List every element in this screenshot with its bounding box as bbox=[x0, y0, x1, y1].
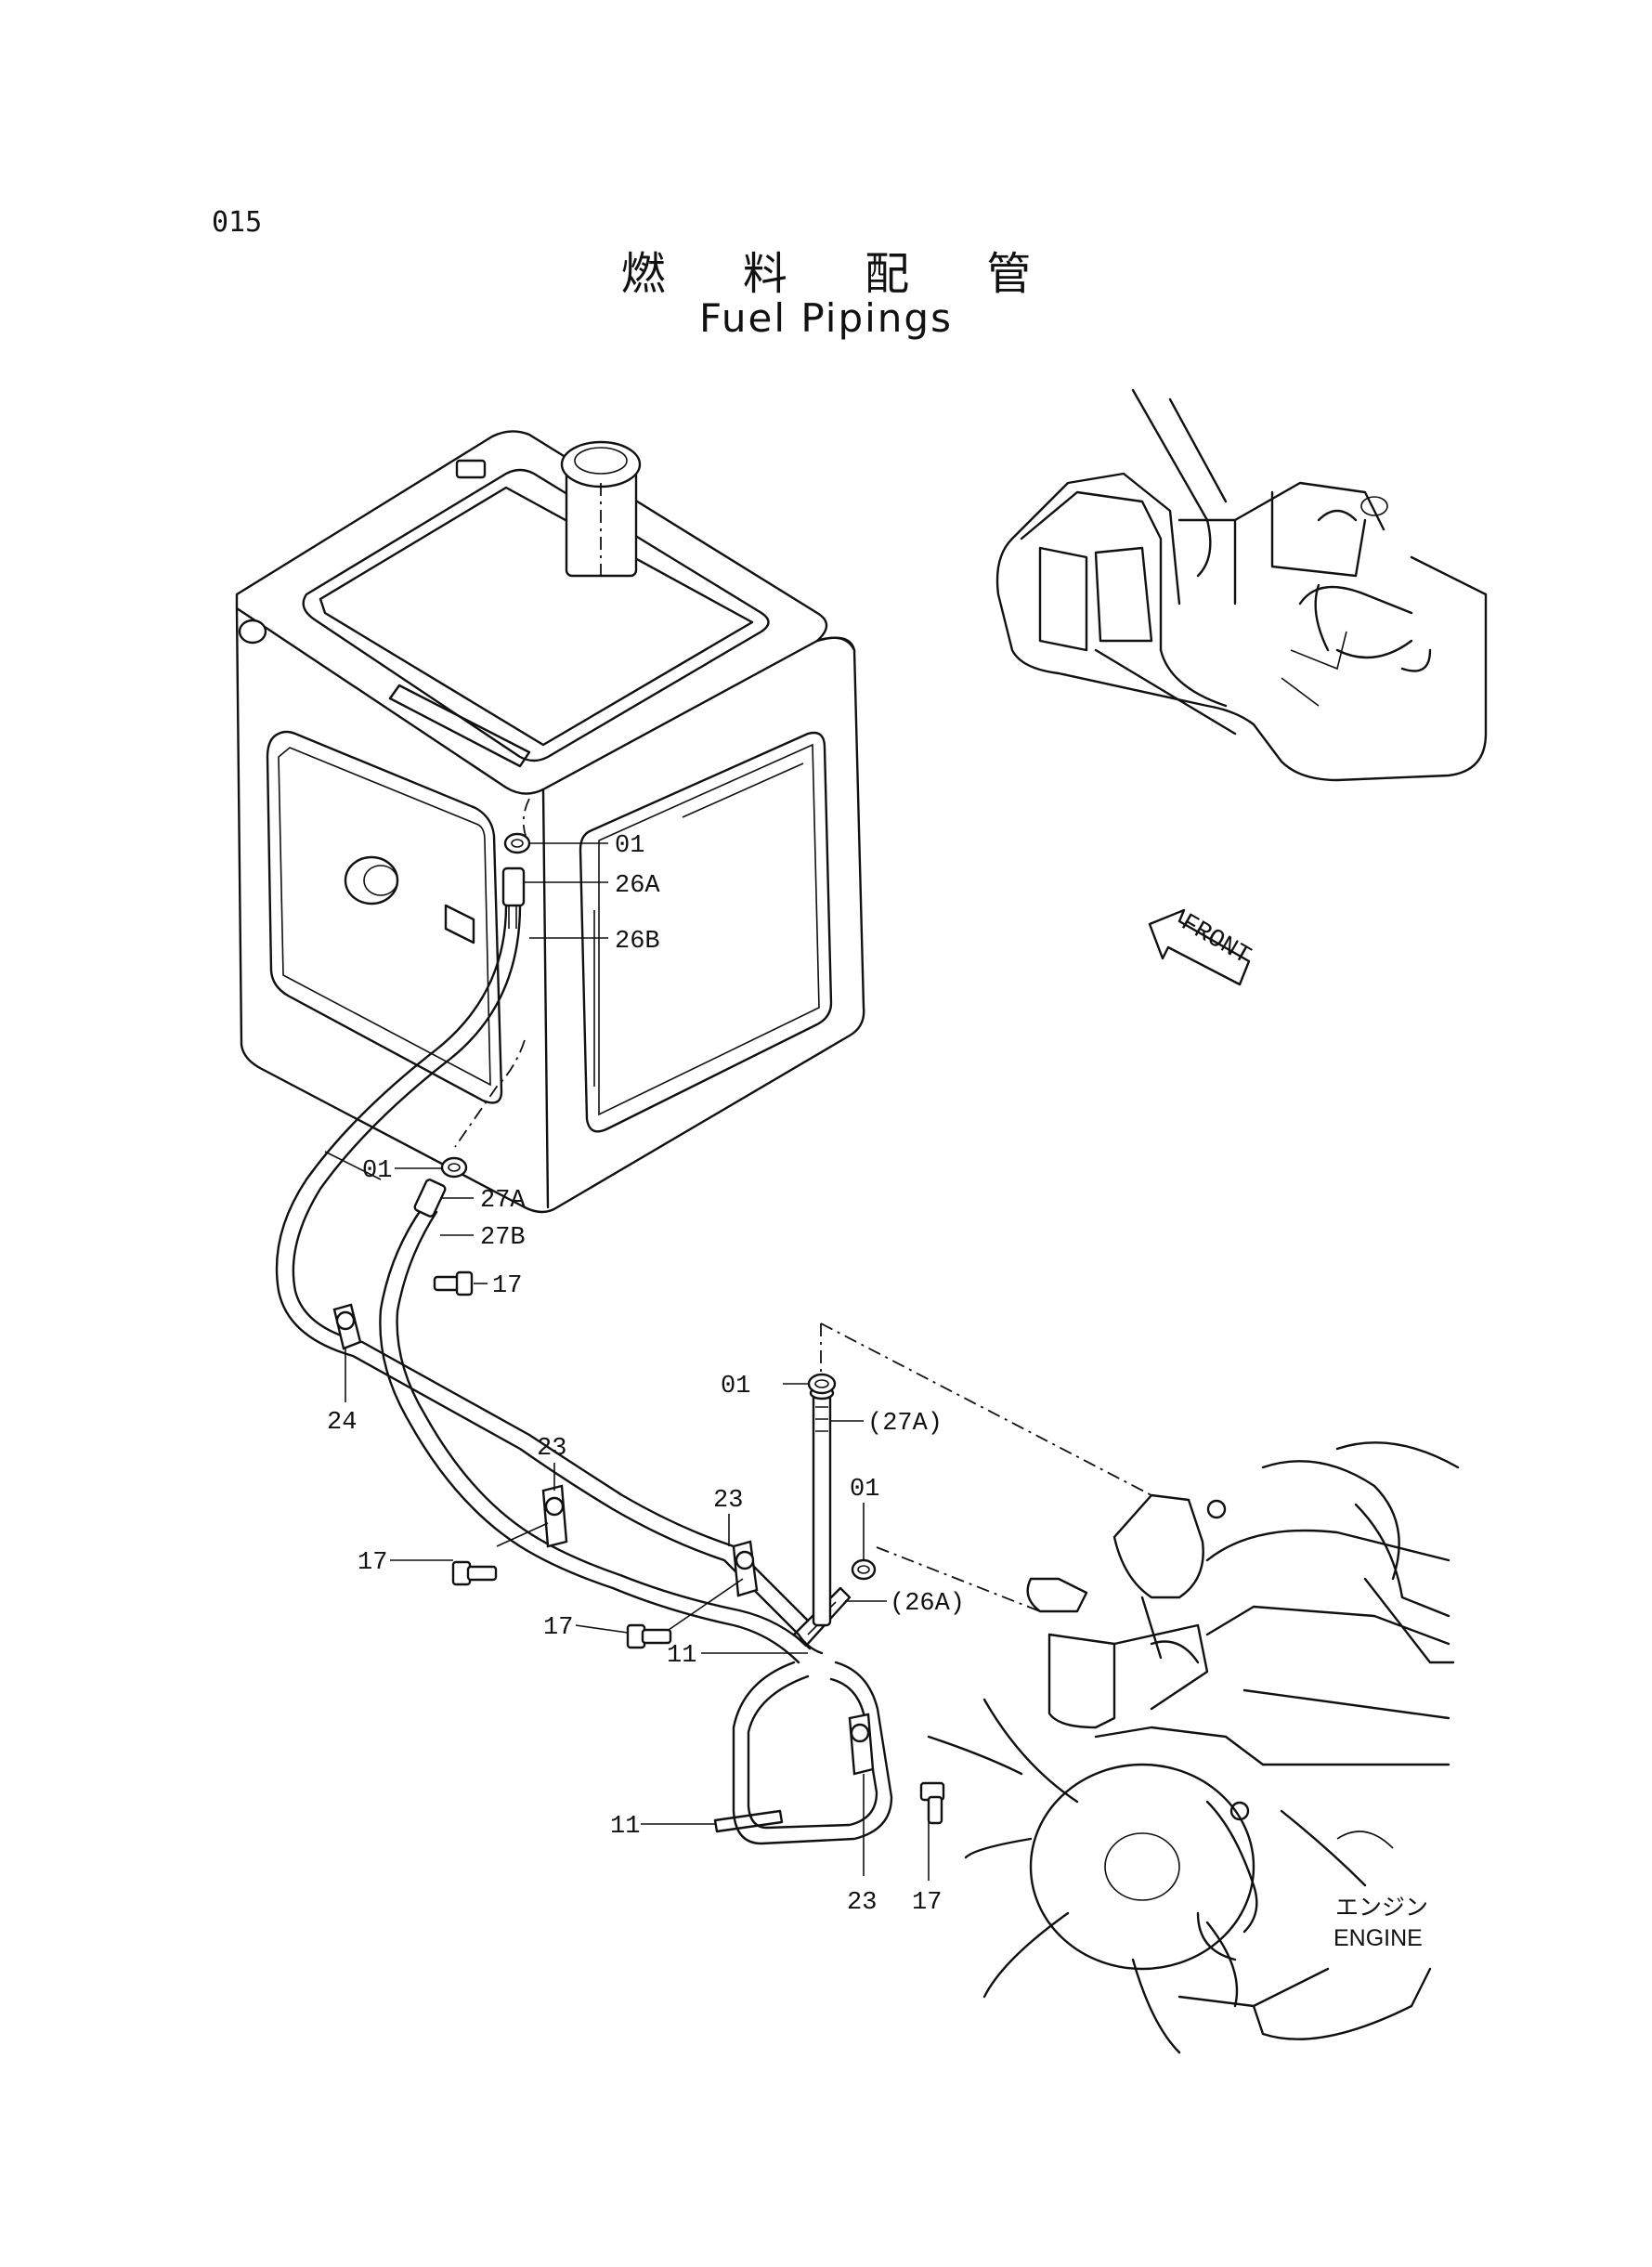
callout-01-center: 01 bbox=[721, 1373, 750, 1401]
callout-27b: 27B bbox=[480, 1224, 526, 1252]
nut-01-top-icon bbox=[503, 832, 531, 854]
engine-icon bbox=[1026, 1441, 1460, 2040]
hose-26b bbox=[275, 866, 824, 1655]
fan-icon bbox=[927, 1698, 1255, 2054]
callout-27a-ref: (27A) bbox=[867, 1410, 943, 1438]
callout-26a-ref: (26A) bbox=[890, 1590, 965, 1618]
front-arrow-label: FRONT bbox=[1176, 909, 1255, 971]
fuel-tank-icon bbox=[235, 430, 865, 1214]
leader-lines bbox=[324, 842, 930, 1881]
callout-27a: 27A bbox=[480, 1187, 526, 1215]
callout-17-left: 17 bbox=[358, 1549, 387, 1577]
title-english: Fuel Pipings bbox=[699, 295, 953, 341]
callout-26b: 26B bbox=[615, 928, 660, 956]
callout-01-right: 01 bbox=[850, 1476, 879, 1504]
clamp-24-icon bbox=[332, 1303, 362, 1350]
clamp-23-bottom-icon bbox=[848, 1713, 875, 1776]
engine-label-english: ENGINE bbox=[1333, 1925, 1423, 1951]
bolt-17-upper-icon bbox=[433, 1270, 474, 1296]
title-japanese: 燃 料 配 管 bbox=[620, 248, 1063, 300]
hose-lower-loop bbox=[713, 1386, 893, 1845]
nut-01-right-icon bbox=[851, 1558, 877, 1581]
callout-11-lower: 11 bbox=[610, 1813, 640, 1841]
callout-23-mid: 23 bbox=[713, 1487, 743, 1515]
engine-label-japanese: エンジン bbox=[1335, 1895, 1428, 1921]
callout-23-left: 23 bbox=[537, 1435, 566, 1463]
nut-01-left-icon bbox=[440, 1156, 468, 1179]
clamp-23-mid-icon bbox=[732, 1540, 759, 1597]
bolt-17-bottom-icon bbox=[919, 1781, 945, 1825]
callout-17-bottom: 17 bbox=[912, 1889, 942, 1917]
bolt-17-left-icon bbox=[451, 1560, 498, 1586]
nut-01-center-icon bbox=[807, 1373, 837, 1395]
callout-24: 24 bbox=[327, 1409, 357, 1437]
callout-01-top: 01 bbox=[615, 832, 644, 860]
callout-11-upper: 11 bbox=[667, 1642, 696, 1670]
clamp-23-left-icon bbox=[541, 1484, 568, 1548]
callout-23-bottom: 23 bbox=[847, 1889, 877, 1917]
callout-26a: 26A bbox=[615, 872, 660, 900]
bolt-17-mid-icon bbox=[626, 1623, 672, 1649]
page-number: 015 bbox=[212, 206, 263, 239]
callout-17-upper: 17 bbox=[492, 1272, 522, 1300]
callout-17-mid: 17 bbox=[543, 1614, 573, 1642]
callout-01-left: 01 bbox=[362, 1157, 392, 1185]
excavator-overview-icon bbox=[995, 388, 1488, 782]
front-arrow-icon bbox=[1148, 908, 1251, 986]
